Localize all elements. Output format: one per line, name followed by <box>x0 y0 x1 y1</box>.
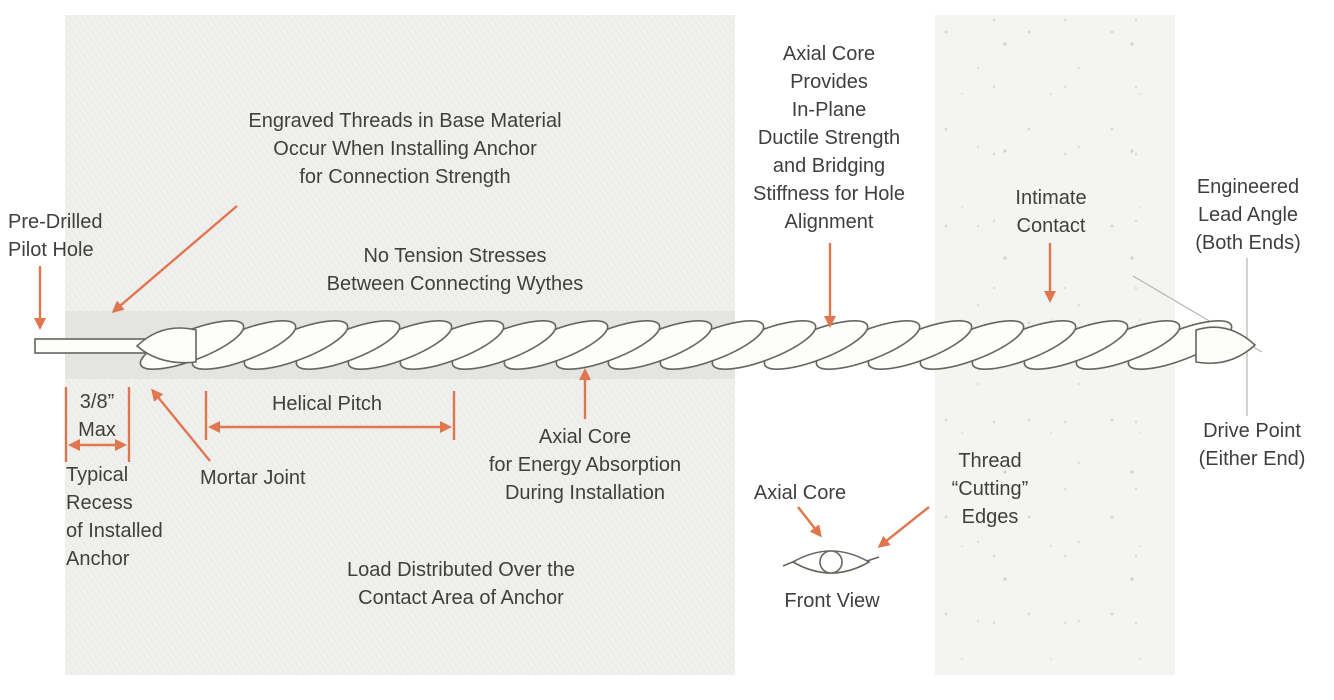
label-helical-pitch: Helical Pitch <box>271 393 383 415</box>
front-view-drawing <box>782 550 880 574</box>
arrow-axial-core-front <box>797 506 822 538</box>
anchor-shaft <box>34 338 146 354</box>
annotation-arrows <box>34 205 1056 548</box>
arrow-mortar-joint <box>151 388 211 462</box>
helical-anchor-drawing <box>34 310 1257 380</box>
label-intimate-contact: Intimate Contact <box>1015 187 1087 237</box>
label-axial-core-energy: Axial Core for Energy Absorption During … <box>488 426 682 504</box>
label-mortar-joint: Mortar Joint <box>200 467 306 489</box>
front-view-core-circle <box>819 550 843 574</box>
anchor-drive-point-tip <box>1195 326 1257 365</box>
label-engraved-threads: Engraved Threads in Base Material Occur … <box>248 110 562 188</box>
arrow-thread-cutting <box>877 506 930 548</box>
label-load-distributed: Load Distributed Over the Contact Area o… <box>347 559 575 609</box>
helical-blades <box>134 310 1238 380</box>
label-max-recess: 3/8” Max <box>78 391 116 441</box>
label-pre-drilled-pilot-hole: Pre-Drilled Pilot Hole <box>8 211 103 261</box>
anchor-left-tip <box>135 327 197 364</box>
arrow-engraved-threads <box>111 205 238 313</box>
label-drive-point: Drive Point (Either End) <box>1198 420 1306 470</box>
label-typical-recess: Typical Recess of Installed Anchor <box>66 464 163 570</box>
label-no-tension-stresses: No Tension Stresses Between Connecting W… <box>326 245 584 295</box>
label-engineered-lead-angle: Engineered Lead Angle (Both Ends) <box>1195 176 1301 254</box>
label-axial-core-provides: Axial Core Provides In-Plane Ductile Str… <box>753 43 905 233</box>
label-axial-core-front: Axial Core <box>753 482 847 504</box>
label-thread-cutting-edges: Thread “Cutting” Edges <box>951 450 1029 528</box>
label-front-view: Front View <box>784 590 880 612</box>
